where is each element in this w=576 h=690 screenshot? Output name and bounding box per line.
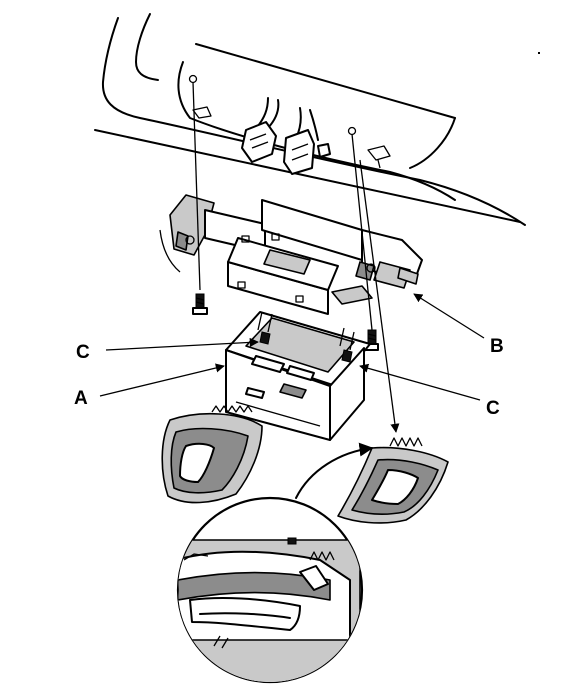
connector-right (283, 129, 331, 175)
installation-curve-arrow (295, 442, 374, 499)
headliner-panel (94, 13, 526, 226)
lens-cover-left (161, 405, 263, 504)
connector-left (241, 121, 277, 163)
roof-screw-hole-left (188, 74, 198, 84)
mounting-bracket (159, 194, 423, 315)
screw-left (192, 293, 208, 315)
roof-screw-hole-right (347, 126, 357, 136)
label-b: B (490, 336, 504, 357)
lens-cover-right (337, 437, 449, 524)
label-c-right: C (486, 398, 500, 419)
detail-magnifier (176, 496, 364, 684)
screw-right (365, 329, 379, 351)
headliner-clip-right (367, 145, 391, 169)
callout-c-left: C (76, 337, 259, 363)
callout-b: B (413, 293, 504, 357)
corner-dot (538, 52, 540, 54)
label-a: A (74, 388, 88, 409)
map-light-housing (225, 311, 371, 441)
headliner-clip-left (192, 106, 212, 119)
screw-guide-line-left (192, 81, 201, 291)
callout-a: A (74, 363, 225, 409)
callout-c-right: C (359, 363, 500, 419)
label-c-left: C (76, 342, 90, 363)
screw-guide-line-right (351, 133, 400, 433)
